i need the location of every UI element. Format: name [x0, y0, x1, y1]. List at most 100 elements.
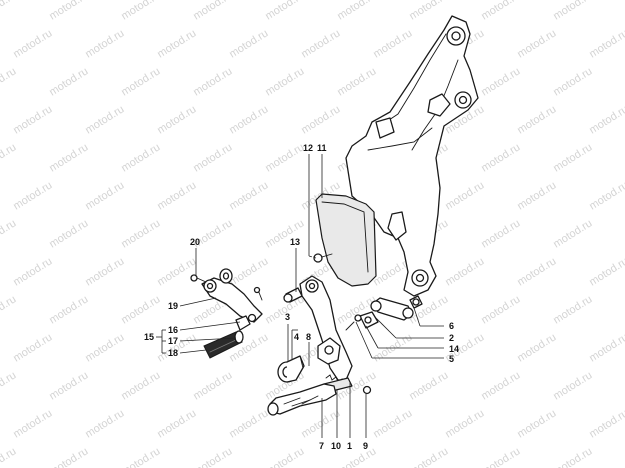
frame-bracket [345, 15, 479, 297]
pivot-bushing [277, 355, 305, 383]
watermark-text: motod.ru [47, 0, 90, 23]
watermark-text: motod.ru [119, 0, 162, 23]
callout-18: 18 [168, 348, 178, 358]
watermark-text: motod.ru [551, 65, 594, 98]
pedal-arm [267, 383, 337, 416]
watermark-text: motod.ru [191, 65, 234, 98]
callout-10: 10 [331, 441, 341, 451]
heel-guard-plate [315, 193, 377, 287]
lever-bracket [317, 337, 341, 365]
bolt-13-part [283, 287, 303, 303]
watermark-text: motod.ru [83, 331, 126, 364]
watermark-text: motod.ru [0, 65, 18, 98]
watermark-text: motod.ru [227, 27, 270, 60]
watermark-text: motod.ru [443, 407, 486, 440]
watermark-text: motod.ru [443, 255, 486, 288]
clevis-14-part [359, 311, 379, 329]
watermark-text: motod.ru [587, 103, 625, 136]
watermark-text: motod.ru [0, 369, 18, 402]
watermark-text: motod.ru [11, 179, 54, 212]
watermark-text: motod.ru [191, 141, 234, 174]
watermark-text: motod.ru [335, 65, 378, 98]
pin-2-part [345, 314, 362, 331]
watermark-text: motod.ru [371, 27, 414, 60]
watermark-text: motod.ru [227, 179, 270, 212]
watermark-text: motod.ru [0, 445, 18, 468]
watermark-text: motod.ru [47, 293, 90, 326]
watermark-text: motod.ru [479, 0, 522, 23]
watermark-text: motod.ru [515, 103, 558, 136]
watermark-text: motod.ru [191, 0, 234, 23]
watermark-text: motod.ru [263, 0, 306, 23]
watermark-text: motod.ru [263, 65, 306, 98]
watermark-text: motod.ru [119, 141, 162, 174]
watermark-text: motod.ru [191, 445, 234, 468]
watermark-text: motod.ru [191, 369, 234, 402]
watermark-text: motod.ru [335, 0, 378, 23]
watermark-text: motod.ru [299, 27, 342, 60]
watermark-text: motod.ru [479, 65, 522, 98]
watermark-text: motod.ru [299, 407, 342, 440]
watermark-text: motod.ru [479, 141, 522, 174]
spring-16-part [235, 313, 257, 331]
watermark-text: motod.ru [587, 255, 625, 288]
watermark-text: motod.ru [83, 27, 126, 60]
watermark-text: motod.ru [479, 293, 522, 326]
watermark-text: motod.ru [83, 179, 126, 212]
callout-14: 14 [449, 344, 459, 354]
callout-13: 13 [290, 237, 300, 247]
watermark-text: motod.ru [587, 27, 625, 60]
callout-5: 5 [449, 354, 454, 364]
callout-11: 11 [317, 143, 327, 153]
watermark-text: motod.ru [407, 369, 450, 402]
watermark-text: motod.ru [227, 407, 270, 440]
callout-2: 2 [449, 333, 454, 343]
callout-15: 15 [144, 332, 154, 342]
watermark-text: motod.ru [263, 141, 306, 174]
watermark-text: motod.ru [155, 407, 198, 440]
callout-9: 9 [363, 441, 368, 451]
watermark-text: motod.ru [83, 103, 126, 136]
bolt-6-part [409, 295, 423, 309]
watermark-text: motod.ru [479, 369, 522, 402]
leader-lines [156, 154, 444, 438]
watermark-text: motod.ru [479, 217, 522, 250]
linkage-rod [370, 297, 414, 321]
brake-lever [299, 275, 353, 381]
watermark-text: motod.ru [47, 369, 90, 402]
watermark-text: motod.ru [407, 445, 450, 468]
callout-7: 7 [319, 441, 324, 451]
watermark-text: motod.ru [155, 179, 198, 212]
watermark-text: motod.ru [119, 293, 162, 326]
watermark-text: motod.ru [11, 407, 54, 440]
watermark-text: motod.ru [551, 217, 594, 250]
watermark-text: motod.ru [155, 103, 198, 136]
callout-12: 12 [303, 143, 313, 153]
callout-8: 8 [306, 332, 311, 342]
watermark-text: motod.ru [119, 65, 162, 98]
watermark-text: motod.ru [227, 103, 270, 136]
rubber-damper [219, 268, 233, 284]
watermark-text: motod.ru [0, 0, 18, 23]
watermark-text: motod.ru [11, 331, 54, 364]
screw-12-part [313, 253, 333, 263]
callout-16: 16 [168, 325, 178, 335]
watermark-text: motod.ru [47, 217, 90, 250]
watermark-text: motod.ru [587, 179, 625, 212]
watermark-text: motod.ru [515, 255, 558, 288]
watermark-text: motod.ru [11, 103, 54, 136]
watermark-text: motod.ru [551, 0, 594, 23]
watermark-text: motod.ru [119, 217, 162, 250]
watermark-text: motod.ru [551, 369, 594, 402]
watermark-text: motod.ru [515, 179, 558, 212]
watermark-text: motod.ru [83, 407, 126, 440]
watermark-text: motod.ru [0, 141, 18, 174]
watermark-text: motod.ru [119, 445, 162, 468]
watermark-text: motod.ru [551, 293, 594, 326]
callout-4: 4 [294, 332, 299, 342]
watermark-text: motod.ru [299, 103, 342, 136]
watermark-text: motod.ru [119, 369, 162, 402]
callout-3: 3 [285, 312, 290, 322]
callout-labels: 1 2 3 4 5 6 7 8 9 10 11 12 13 14 15 16 1… [144, 143, 459, 451]
